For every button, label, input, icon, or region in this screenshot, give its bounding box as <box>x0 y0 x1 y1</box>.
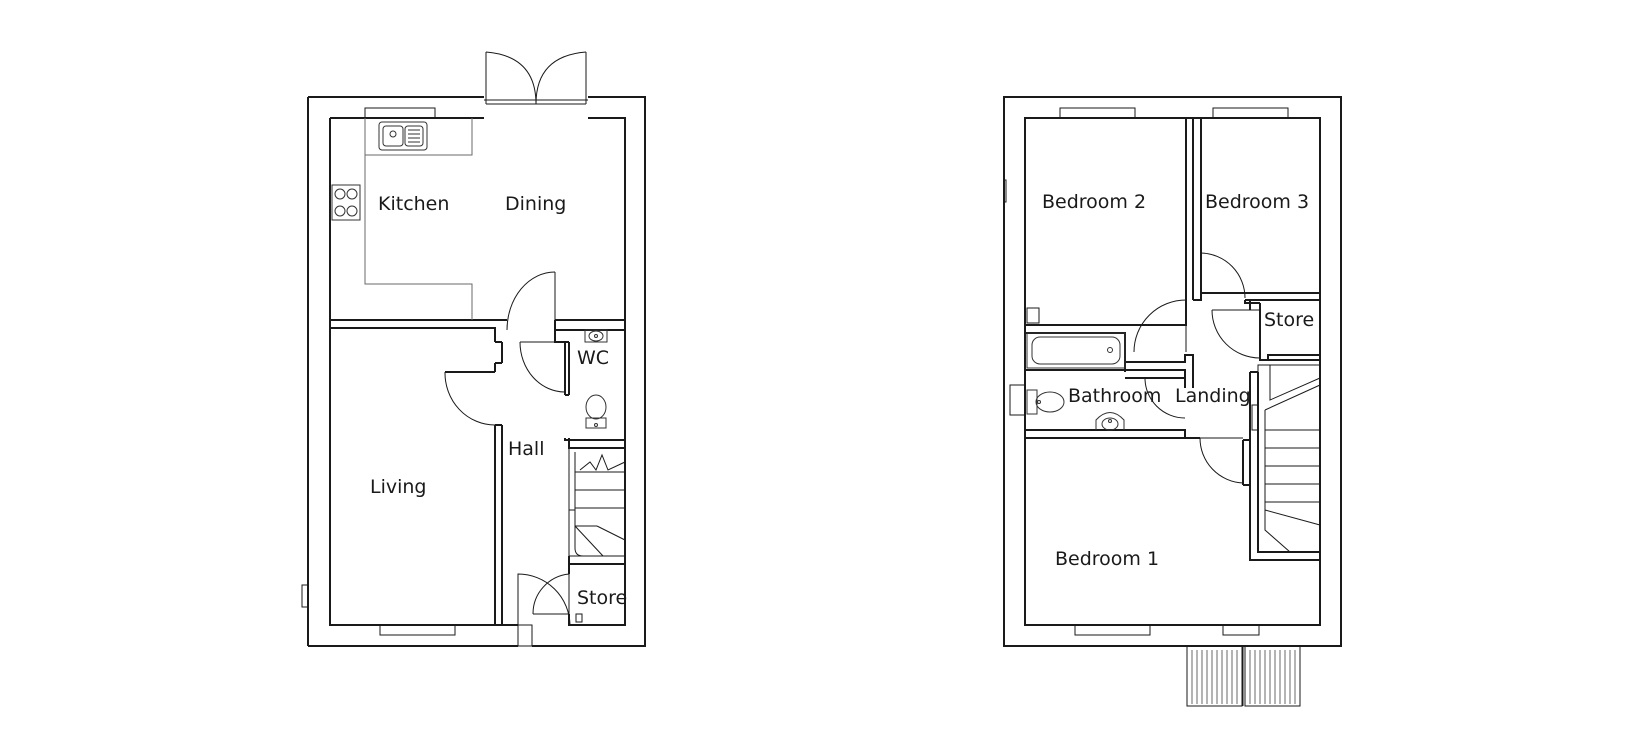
wc-walls <box>554 330 570 396</box>
ground-floor-plan: Kitchen Dining WC Hall Living Store <box>301 51 646 647</box>
first-stairs <box>1251 364 1321 553</box>
first-floor-plan: Bedroom 2 Bedroom 3 Store Bathroom Landi… <box>1003 96 1342 707</box>
ground-windows <box>301 107 456 636</box>
french-doors <box>484 51 588 105</box>
label-bedroom3: Bedroom 3 <box>1205 191 1309 213</box>
label-landing: Landing <box>1175 385 1251 407</box>
label-kitchen: Kitchen <box>378 193 449 215</box>
balcony-grille <box>1186 645 1301 707</box>
door-living <box>444 371 496 426</box>
bathtub <box>1026 332 1126 369</box>
label-bathroom: Bathroom <box>1068 385 1161 407</box>
door-dining-hall <box>506 271 556 331</box>
bathroom-basin <box>1095 412 1125 431</box>
bedroom3-walls <box>1192 118 1320 310</box>
label-first-store: Store <box>1264 309 1314 331</box>
wc-fixtures <box>584 329 608 429</box>
door-bedroom1 <box>1199 437 1244 484</box>
ground-stairs <box>568 447 626 557</box>
ground-outer-wall <box>307 96 646 647</box>
front-door <box>517 573 583 647</box>
door-store <box>532 573 570 615</box>
door-bedroom3 <box>1200 252 1246 299</box>
first-windows <box>1003 107 1289 636</box>
door-bathroom <box>1144 377 1186 419</box>
label-dining: Dining <box>505 193 566 215</box>
door-first-store <box>1211 309 1261 359</box>
label-bedroom1: Bedroom 1 <box>1055 548 1159 570</box>
bedroom1-walls <box>1025 437 1251 486</box>
first-store-walls <box>1244 300 1320 361</box>
bedroom2-walls <box>1025 118 1194 372</box>
label-ground-store: Store <box>577 587 627 609</box>
door-wc <box>519 341 566 393</box>
label-hall: Hall <box>508 438 545 460</box>
first-toilet <box>1026 389 1065 415</box>
label-living: Living <box>370 476 427 498</box>
door-bedroom2 <box>1133 299 1187 353</box>
label-wc: WC <box>577 347 609 369</box>
label-bedroom2: Bedroom 2 <box>1042 191 1146 213</box>
kitchen-counter <box>331 118 473 320</box>
first-outer-wall <box>1003 96 1342 647</box>
